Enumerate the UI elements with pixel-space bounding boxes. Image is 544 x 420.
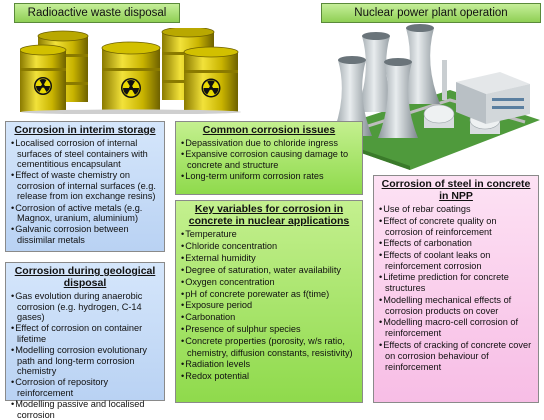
list-item: Modelling corrosion evolutionary path an… bbox=[11, 345, 159, 377]
radiation-symbol-icon bbox=[121, 78, 141, 98]
list-item: Degree of saturation, water availability bbox=[181, 265, 357, 276]
list-item: Localised corrosion of internal surfaces… bbox=[11, 138, 159, 170]
common-issues-list: Depassivation due to chloride ingress Ex… bbox=[181, 138, 357, 181]
list-item: Modelling macro-cell corrosion of reinfo… bbox=[379, 317, 533, 339]
key-variables-title: Key variables for corrosion in concrete … bbox=[188, 203, 350, 227]
barrel-front-middle bbox=[101, 41, 161, 112]
geological-disposal-title: Corrosion during geological disposal bbox=[14, 265, 156, 289]
list-item: Effect of waste chemistry on corrosion o… bbox=[11, 170, 159, 202]
list-item: Exposure period bbox=[181, 300, 357, 311]
geological-disposal-list: Gas evolution during anaerobic corrosion… bbox=[11, 291, 159, 420]
radiation-barrels-illustration bbox=[20, 28, 241, 114]
npp-steel-panel: Corrosion of steel in concrete in NPP Us… bbox=[373, 175, 539, 403]
list-item: Use of rebar coatings bbox=[379, 204, 533, 215]
key-variables-panel: Key variables for corrosion in concrete … bbox=[175, 200, 363, 403]
list-item: Modelling passive and localised corrosio… bbox=[11, 399, 159, 420]
cooling-tower bbox=[332, 56, 372, 136]
list-item: Corrosion of repository reinforcement bbox=[11, 377, 159, 398]
list-item: Effects of coolant leaks on reinforcemen… bbox=[379, 250, 533, 272]
common-issues-panel: Common corrosion issues Depassivation du… bbox=[175, 121, 363, 195]
interim-storage-list: Localised corrosion of internal surfaces… bbox=[11, 138, 159, 245]
interim-storage-title: Corrosion in interim storage bbox=[14, 124, 156, 136]
list-item: Depassivation due to chloride ingress bbox=[181, 138, 357, 149]
list-item: Gas evolution during anaerobic corrosion… bbox=[11, 291, 159, 323]
list-item: Redox potential bbox=[181, 371, 357, 382]
list-item: Corrosion of active metals (e.g. Magnox,… bbox=[11, 203, 159, 224]
list-item: Effect of corrosion on container lifetim… bbox=[11, 323, 159, 344]
list-item: Oxygen concentration bbox=[181, 277, 357, 288]
list-item: Radiation levels bbox=[181, 359, 357, 370]
cooling-tower bbox=[378, 58, 418, 138]
npp-steel-title: Corrosion of steel in concrete in NPP bbox=[381, 178, 531, 202]
radiation-symbol-icon bbox=[201, 78, 221, 98]
list-item: Concrete properties (porosity, w/s ratio… bbox=[181, 336, 357, 359]
npp-operation-header: Nuclear power plant operation bbox=[321, 3, 541, 23]
key-variables-list: Temperature Chloride concentration Exter… bbox=[181, 229, 357, 383]
cooling-tower bbox=[356, 32, 396, 112]
radiation-symbol-icon bbox=[34, 77, 52, 95]
interim-storage-panel: Corrosion in interim storage Localised c… bbox=[5, 121, 165, 252]
waste-disposal-header: Radioactive waste disposal bbox=[14, 3, 180, 23]
list-item: Lifetime prediction for concrete structu… bbox=[379, 272, 533, 294]
cooling-tower bbox=[400, 24, 440, 104]
geological-disposal-panel: Corrosion during geological disposal Gas… bbox=[5, 262, 165, 420]
list-item: Temperature bbox=[181, 229, 357, 240]
list-item: Galvanic corrosion between dissimilar me… bbox=[11, 224, 159, 245]
barrel-front-left bbox=[20, 44, 67, 112]
list-item: Effects of cracking of concrete cover on… bbox=[379, 340, 533, 373]
list-item: Chloride concentration bbox=[181, 241, 357, 252]
plant-building bbox=[456, 72, 530, 124]
smokestack bbox=[442, 60, 447, 100]
list-item: Carbonation bbox=[181, 312, 357, 323]
barrel-front-right bbox=[183, 46, 239, 112]
list-item: Effects of carbonation bbox=[379, 238, 533, 249]
list-item: pH of concrete porewater as f(time) bbox=[181, 289, 357, 300]
list-item: Modelling mechanical effects of corrosio… bbox=[379, 295, 533, 317]
common-issues-title: Common corrosion issues bbox=[202, 124, 336, 136]
list-item: Effect of concrete quality on corrosion … bbox=[379, 216, 533, 238]
list-item: Long-term uniform corrosion rates bbox=[181, 171, 357, 182]
npp-steel-list: Use of rebar coatings Effect of concrete… bbox=[379, 204, 533, 373]
list-item: External humidity bbox=[181, 253, 357, 264]
list-item: Presence of sulphur species bbox=[181, 324, 357, 335]
reactor-dome bbox=[423, 104, 455, 128]
list-item: Expansive corrosion causing damage to co… bbox=[181, 149, 357, 170]
